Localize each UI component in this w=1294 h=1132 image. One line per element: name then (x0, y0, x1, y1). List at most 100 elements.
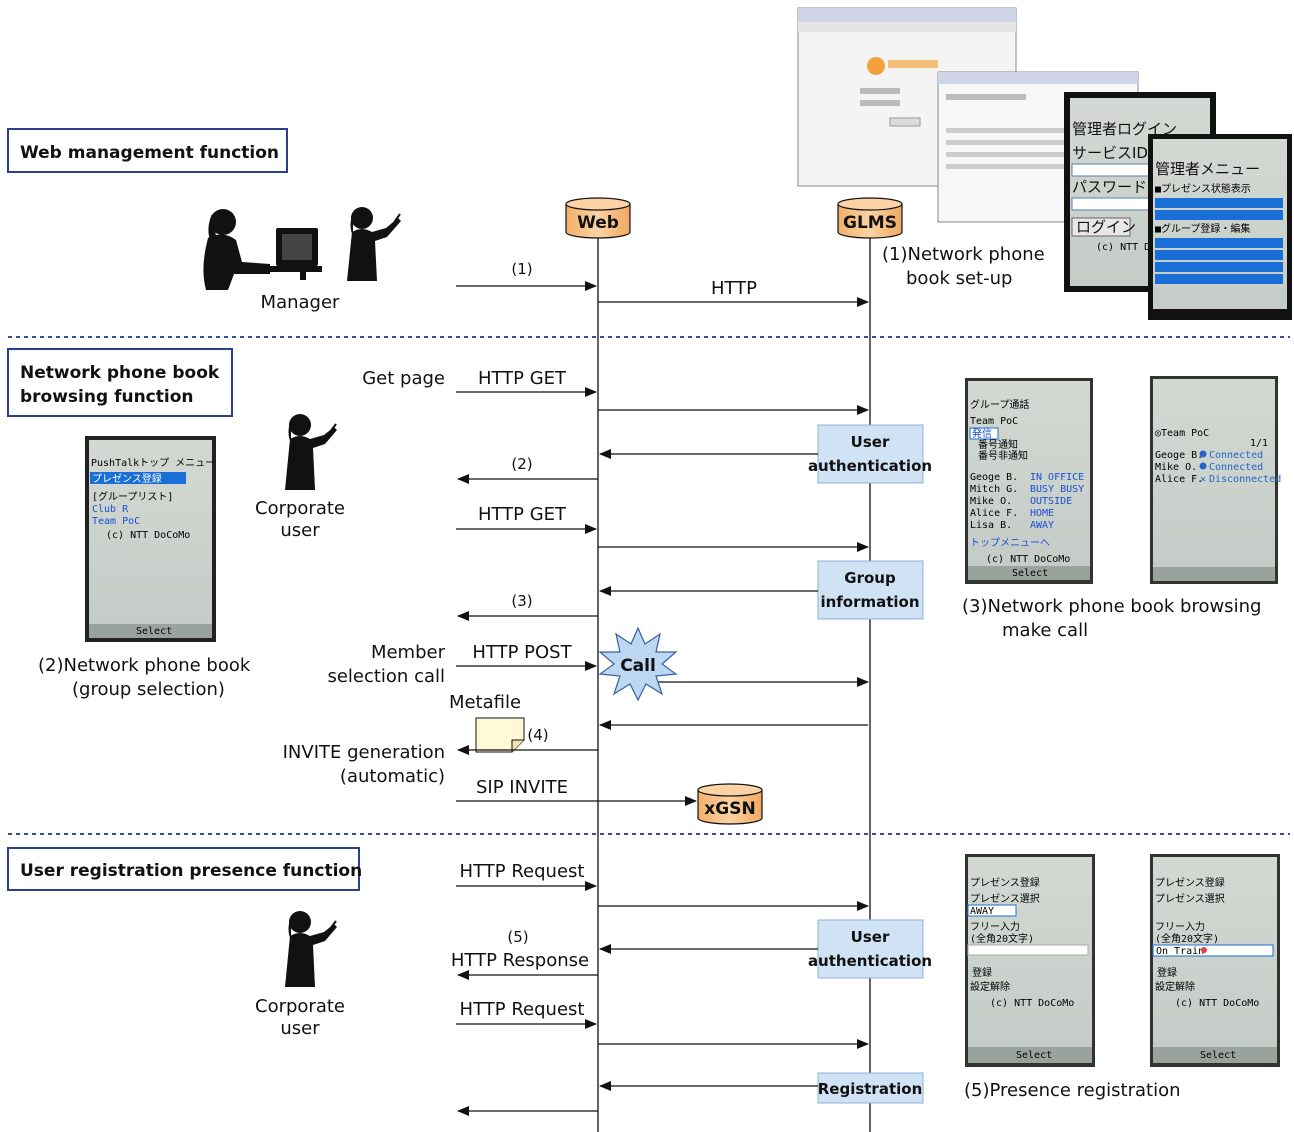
group-information-box: Group information (817, 560, 924, 620)
call-button-label: 発信 (972, 427, 992, 440)
pb-club-r: Club R (92, 504, 129, 515)
corporate-user-2-label-line2: user (280, 1018, 320, 1039)
phone-presence-screen-2: プレゼンス登録 プレゼンス選択 フリー入力 (全角20文字) On Train … (1150, 854, 1280, 1067)
registration-box: Registration (817, 1072, 924, 1104)
conn-member-1-status: Connected (1209, 450, 1263, 461)
http-post-label: HTTP POST (472, 642, 572, 663)
group-call-title: グループ通話 (970, 398, 1029, 411)
caption-2-line2: (group selection) (72, 679, 225, 700)
login-footer: (c) NTT DoCoMo (1096, 242, 1180, 253)
pb-select-softkey: Select (136, 626, 172, 637)
pres-2-footer: (c) NTT DoCoMo (1175, 998, 1259, 1009)
pres-2-select-softkey: Select (1200, 1050, 1236, 1061)
pres-2-register: 登録 (1157, 966, 1177, 979)
corporate-user-1-label-line2: user (280, 520, 320, 541)
member-4-name: Alice F. (970, 508, 1018, 519)
group-info-line2: information (820, 593, 919, 611)
phone-connection-screen: ◎Team PoC 1/1 Geoge B. Connected Mike O.… (1150, 376, 1281, 584)
pres-2-free: フリー入力 (1155, 920, 1205, 933)
user-authentication-box-2: User authentication (808, 919, 932, 979)
user-authentication-box-1: User authentication (808, 424, 932, 484)
caption-1-line2: book set-up (906, 268, 1012, 289)
member-3-name: Mike O. (970, 496, 1012, 507)
conn-member-1: Geoge B. (1155, 450, 1203, 461)
pb-group-list: [グループリスト] (92, 490, 173, 503)
http-response-label: HTTP Response (451, 950, 589, 971)
xgsn-node: xGSN (697, 783, 763, 825)
member-1-status: IN OFFICE (1030, 472, 1084, 483)
metafile-document-icon (475, 717, 525, 753)
http-request-1-label: HTTP Request (460, 861, 585, 882)
login-button: ログイン (1076, 218, 1136, 236)
pres-1-title: プレゼンス登録 (970, 876, 1040, 889)
member-5-name: Lisa B. (970, 520, 1012, 531)
pres-2-free-hint: (全角20文字) (1155, 932, 1219, 945)
corporate-user-1-label-line1: Corporate (255, 498, 345, 519)
pres-2-on-train: On Train (1156, 946, 1204, 957)
pb-footer: (c) NTT DoCoMo (106, 530, 190, 541)
pres-1-free-hint: (全角20文字) (970, 932, 1034, 945)
call-label: Call (620, 656, 656, 676)
conn-page: 1/1 (1250, 438, 1268, 449)
pres-1-footer: (c) NTT DoCoMo (990, 998, 1074, 1009)
user-auth-1-line1: User (851, 433, 890, 451)
section-title-user-registration: User registration presence function (20, 861, 362, 881)
section-web-management: Web management function (7, 128, 288, 173)
member-4-status: HOME (1030, 508, 1054, 519)
manager-label: Manager (261, 292, 340, 313)
invite-generation-line2: (automatic) (340, 766, 445, 787)
admin-menu-title: 管理者メニュー (1155, 160, 1260, 178)
phone-presence-screen-1: プレゼンス登録 プレゼンス選択 AWAY フリー入力 (全角20文字) 登録 設… (965, 854, 1095, 1067)
admin-menu-item-2: ■グループ登録・編集 (1155, 222, 1250, 235)
pres-2-clear: 設定解除 (1155, 980, 1195, 993)
login-service-id: サービスID (1072, 144, 1148, 162)
phone-group-call-screen: グループ通話 Team PoC 発信 番号通知 番号非通知 Geoge B. I… (965, 378, 1093, 584)
cursor-icon (1201, 947, 1207, 953)
conn-title: ◎Team PoC (1155, 428, 1209, 439)
call-burst: Call (598, 626, 678, 702)
pres-1-select-softkey: Select (1016, 1050, 1052, 1061)
group-info-line1: Group (844, 569, 896, 587)
section-title-browsing-line1: Network phone book (20, 363, 220, 383)
section-title-web-management: Web management function (20, 143, 279, 163)
pres-1-register: 登録 (972, 966, 992, 979)
user-auth-2-line2: authentication (808, 952, 932, 970)
http-get-1-label: HTTP GET (478, 368, 567, 389)
http-request-2-label: HTTP Request (460, 999, 585, 1020)
msg-4-label: (4) (527, 726, 548, 744)
member-2-status: BUSY BUSY (1030, 484, 1084, 495)
login-password: パスワード (1072, 178, 1147, 196)
caption-3-line1: (3)Network phone book browsing (962, 596, 1261, 617)
invite-generation-line1: INVITE generation (283, 742, 445, 763)
pres-1-away: AWAY (970, 906, 994, 917)
pb-presence-item: プレゼンス登録 (92, 472, 162, 485)
corporate-user-2-label-line1: Corporate (255, 996, 345, 1017)
web-server-node: Web (565, 197, 631, 239)
group-call-select-softkey: Select (1012, 568, 1048, 579)
corporate-user-1-icon (285, 414, 337, 490)
http-get-2-label: HTTP GET (478, 504, 567, 525)
msg-2-label: (2) (511, 455, 532, 473)
glms-node-label: GLMS (843, 213, 897, 233)
caption-1-line1: (1)Network phone (882, 244, 1045, 265)
registration-label: Registration (818, 1080, 923, 1098)
conn-member-2: Mike O. (1155, 462, 1197, 473)
group-call-name: Team PoC (970, 416, 1018, 427)
conn-member-2-status: Connected (1209, 462, 1263, 473)
section-phone-book-browsing: Network phone book browsing function (7, 348, 233, 417)
pres-2-select: プレゼンス選択 (1155, 892, 1225, 905)
caption-2-line1: (2)Network phone book (38, 655, 251, 676)
conn-member-3: Alice F. (1155, 474, 1203, 485)
section-title-browsing-line2: browsing function (20, 387, 194, 407)
section-user-registration: User registration presence function (7, 847, 362, 891)
pres-1-clear: 設定解除 (970, 980, 1010, 993)
manager-icon (203, 207, 401, 290)
phone-admin-menu-screen: 管理者メニュー ■プレゼンス状態表示 ■グループ登録・編集 (1148, 134, 1292, 320)
glms-server-node: GLMS (837, 197, 903, 239)
group-call-footer: (c) NTT DoCoMo (986, 554, 1070, 565)
member-3-status: OUTSIDE (1030, 496, 1072, 507)
member-1-name: Geoge B. (970, 472, 1018, 483)
msg-1-label: (1) (511, 260, 532, 278)
member-selection-line2: selection call (327, 666, 445, 687)
